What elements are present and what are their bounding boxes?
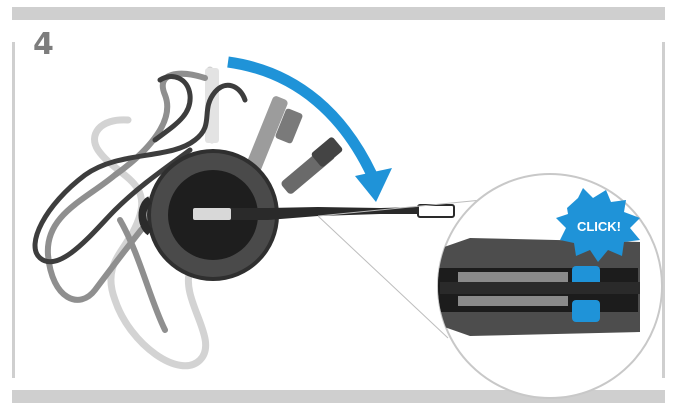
click-label: CLICK!	[577, 219, 621, 234]
zoom-detail-circle	[430, 174, 662, 398]
